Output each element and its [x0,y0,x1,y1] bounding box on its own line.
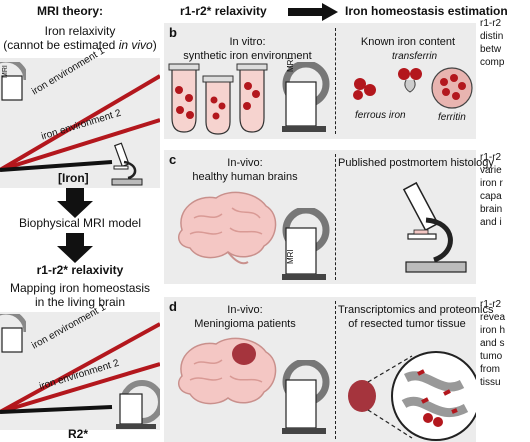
iron-relaxivity-label: Iron relaxivity [44,24,116,38]
mapping-label-1: Mapping iron homeostasis [9,281,151,295]
panel-d-side-4: and s [480,338,505,349]
mri-scanner-icon-c [282,208,330,280]
panel-d-right-title-1: Transcriptomics and proteomics [338,304,494,316]
panel-d-side-6: from [480,364,500,375]
down-arrow-icon-2 [57,233,93,263]
panel-c-right-title: Published postmortem histology [338,157,494,169]
tumor-tissue-zoom-icon [348,351,476,441]
relaxivity-lines-bottom [0,322,160,414]
panel-c-letter: c [169,152,177,167]
panel-c-side-1: r1-r2 [480,152,502,163]
panel-d-side-2: revea [480,312,506,323]
microscope-icon-c [402,181,467,273]
mri-scanner-icon-d [282,360,330,434]
r2-axis-label: R2* [68,427,89,441]
panel-b-side-2: distin [480,31,504,42]
mri-scanner-icon-bottom-left [0,314,26,353]
panel-c-side-3: iron r [480,178,503,189]
down-arrow-icon [57,188,93,218]
panel-c-side-2: varie [480,165,502,176]
panel-d-letter: d [169,299,177,314]
relaxivity-bold-label: r1-r2* relaxivity [36,263,124,277]
microscope-icon [111,142,143,186]
mri-scanner-icon [0,62,26,101]
relaxivity-lines-top [0,74,160,172]
panel-c-side-6: and i [480,217,502,228]
panel-d-title-1: In-vivo: [227,304,263,316]
panel-b-divider [335,28,336,134]
panel-c-divider [335,154,336,280]
panel-c-side-5: brain [480,204,503,215]
mapping-label-2: in the living brain [34,295,126,309]
panel-d-side-5: tumo [480,351,503,362]
mri-label-top: MRI [2,65,9,78]
transferrin-label: transferrin [392,51,438,62]
header-estimation: Iron homeostasis estimation [345,4,508,18]
panel-b-title-2: synthetic iron environment [183,50,312,62]
panel-d-side-7: tissu [480,377,501,388]
panel-d-side-3: iron h [480,325,506,336]
panel-b-side-1: r1-r2 [480,18,502,29]
panel-c-title-1: In-vivo: [227,157,263,169]
iron-axis-label: [Iron] [58,171,89,185]
panel-b-right-title: Known iron content [360,36,456,48]
panel-c-title-2: healthy human brains [192,171,298,183]
right-arrow-icon [288,3,338,21]
panel-b-side-4: comp [480,57,505,68]
test-tube-icon [168,63,268,135]
header-relaxivity: r1-r2* relaxivity [180,4,267,18]
panel-d-side-1: r1-r2 [480,299,502,310]
brain-icon [177,191,277,265]
ferrous-iron-label: ferrous iron [355,110,406,121]
panel-d-title-2: Meningioma patients [194,318,296,330]
mri-scanner-icon-b [282,62,330,132]
brain-with-tumor-icon [177,337,277,405]
biophysical-model-label: Biophysical MRI model [18,216,142,230]
panel-b-letter: b [169,25,177,40]
mri-scanner-icon-bottom-right [116,380,160,429]
ferritin-label: ferritin [438,112,466,123]
panel-d-divider [335,301,336,439]
panel-b-side-3: betw [480,44,502,55]
iron-relaxivity-sub: (cannot be estimated in vivo) [3,38,157,52]
iron-sphere-icon [353,67,473,109]
panel-d-right-title-2: of resected tumor tissue [348,318,466,330]
mri-label-b: MRI [286,57,295,72]
mri-label-c: MRI [286,249,295,264]
panel-c-side-4: capa [480,191,502,202]
header-mri-theory: MRI theory: [37,4,103,18]
panel-b-title-1: In vitro: [229,36,266,48]
